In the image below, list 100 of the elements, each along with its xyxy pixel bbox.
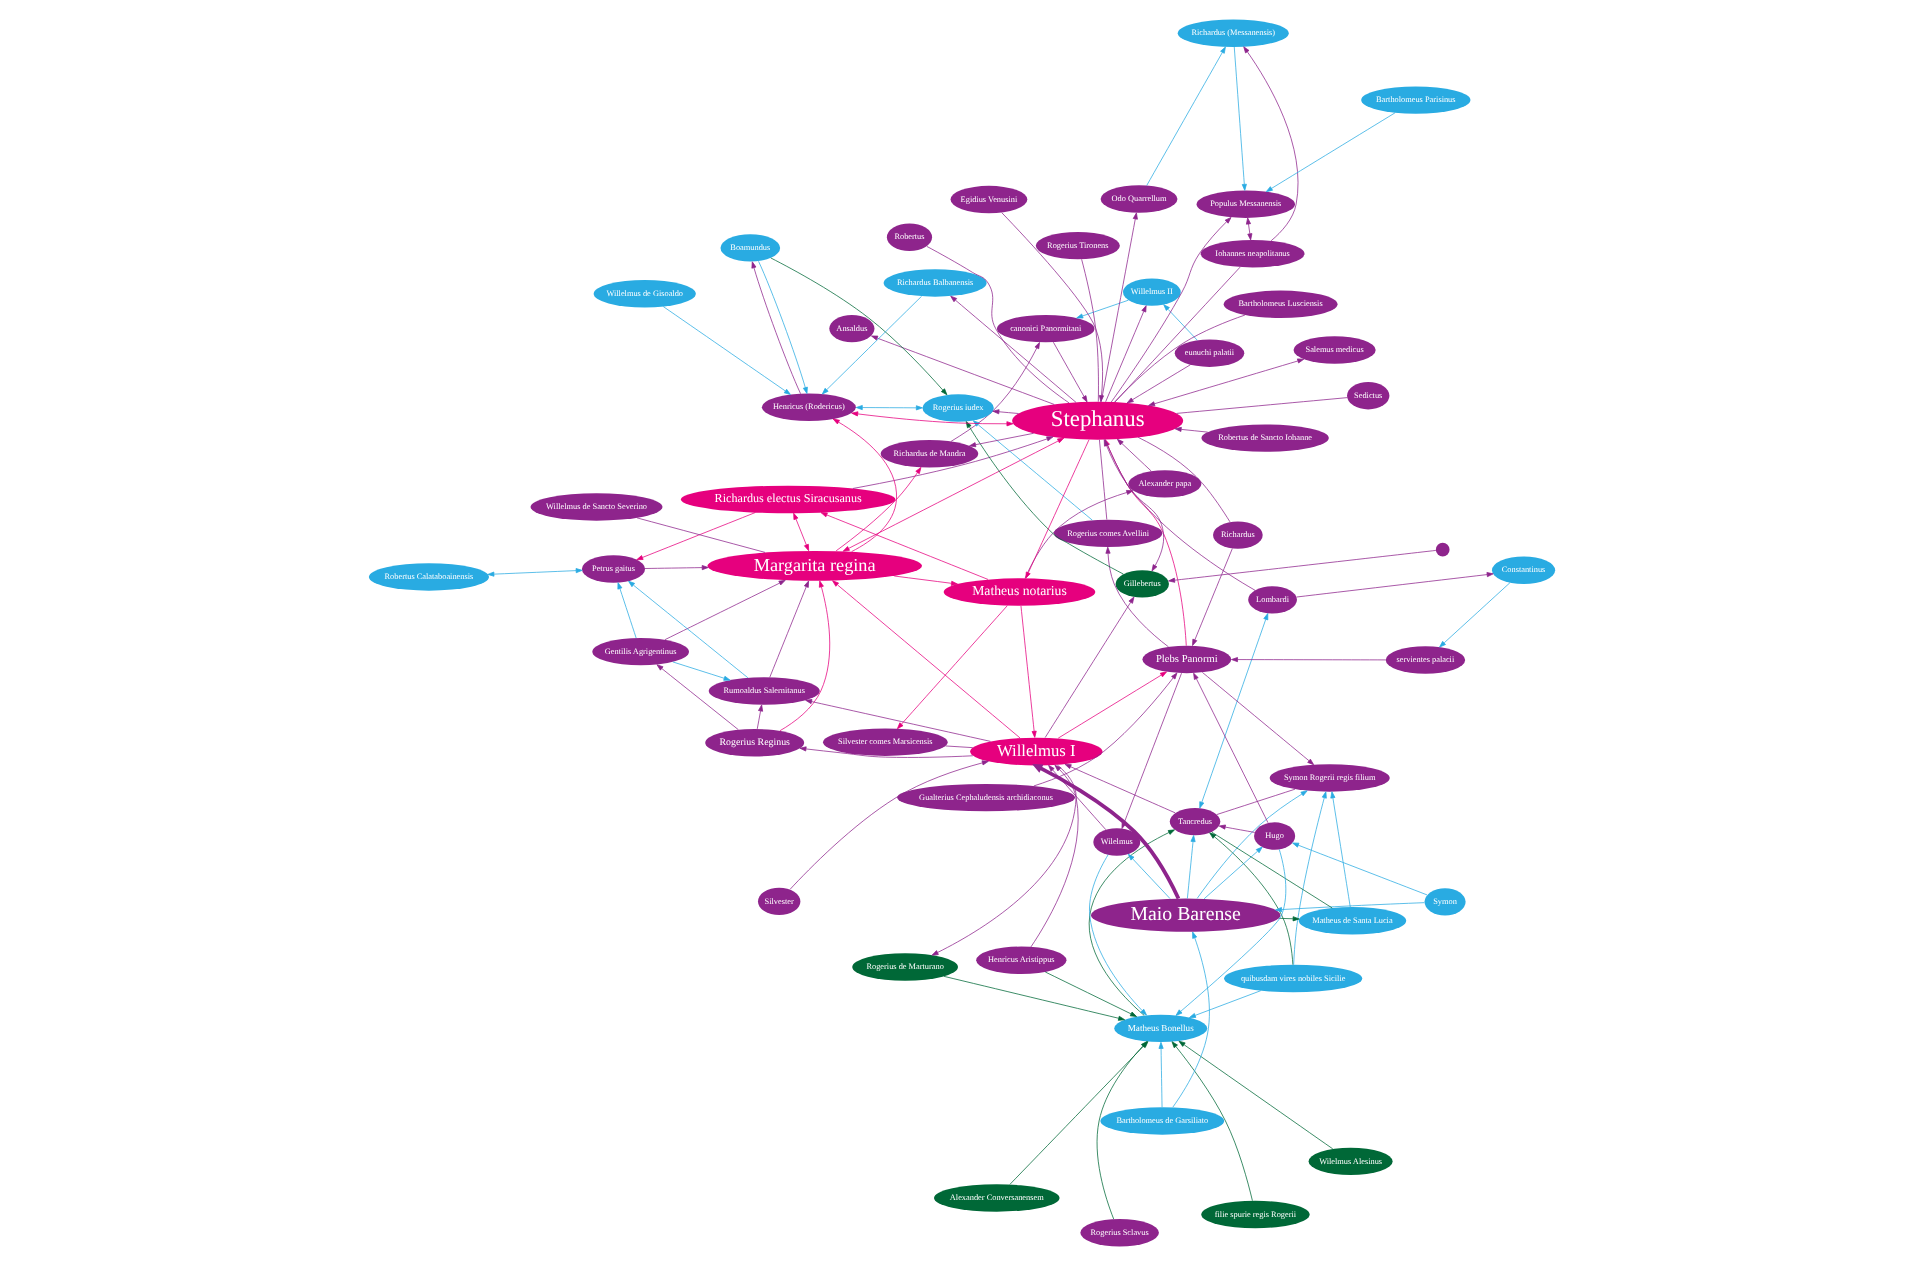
arrow bbox=[1278, 916, 1300, 922]
arrow bbox=[1121, 672, 1182, 829]
arrow bbox=[1199, 613, 1269, 809]
arrow bbox=[628, 580, 749, 679]
arrow bbox=[1175, 849, 1287, 1016]
arrow bbox=[1024, 490, 1134, 579]
arrow bbox=[644, 565, 709, 571]
arrow bbox=[1187, 835, 1196, 899]
arrow bbox=[893, 575, 958, 586]
arrow bbox=[1163, 304, 1198, 341]
arrow bbox=[1044, 971, 1137, 1017]
connector bbox=[1081, 258, 1099, 402]
connector bbox=[1216, 788, 1296, 815]
arrow bbox=[1275, 902, 1425, 913]
arrow bbox=[950, 342, 1040, 442]
arrow bbox=[820, 512, 989, 580]
arrow bbox=[851, 411, 1014, 427]
arrow bbox=[972, 420, 1093, 521]
arrow bbox=[1196, 790, 1308, 899]
arrow bbox=[943, 975, 1126, 1021]
arrow bbox=[1089, 854, 1147, 1016]
connector bbox=[1137, 437, 1231, 523]
arrow bbox=[1076, 299, 1129, 319]
arrow bbox=[636, 512, 756, 561]
arrow bbox=[1193, 672, 1269, 824]
arrow bbox=[1233, 46, 1247, 191]
arrow bbox=[769, 580, 809, 678]
arrow bbox=[832, 580, 1021, 739]
arrow bbox=[662, 306, 791, 395]
arrow bbox=[1033, 672, 1178, 787]
arrow bbox=[1246, 217, 1253, 241]
arrow bbox=[779, 580, 831, 732]
arrow bbox=[1209, 832, 1294, 966]
arrow bbox=[1243, 46, 1299, 242]
arrow bbox=[842, 437, 1065, 552]
arrow bbox=[1105, 305, 1147, 403]
arrow bbox=[1100, 212, 1138, 403]
arrow bbox=[1439, 582, 1511, 648]
arrow bbox=[1127, 853, 1171, 899]
arrow bbox=[1148, 358, 1305, 407]
arrow bbox=[1178, 1040, 1334, 1150]
arrow bbox=[672, 661, 731, 681]
arrow bbox=[1126, 364, 1191, 404]
arrow bbox=[1168, 550, 1437, 583]
arrow bbox=[992, 409, 1019, 415]
arrow bbox=[1231, 657, 1387, 663]
connector bbox=[926, 246, 1070, 404]
arrow bbox=[852, 436, 1054, 489]
arrow bbox=[1172, 931, 1210, 1108]
arrow bbox=[1330, 791, 1351, 908]
arrow bbox=[1057, 671, 1167, 739]
connector bbox=[636, 517, 766, 553]
arrow bbox=[1053, 341, 1088, 403]
arrow bbox=[1110, 217, 1232, 403]
arrow bbox=[789, 760, 989, 890]
arrow bbox=[1292, 842, 1428, 896]
arrow bbox=[617, 582, 637, 639]
arrow bbox=[1174, 426, 1209, 433]
arrow bbox=[1189, 990, 1262, 1018]
arrow bbox=[1218, 824, 1256, 833]
arrow bbox=[855, 405, 923, 411]
arrow bbox=[1265, 112, 1396, 192]
arrow bbox=[1064, 763, 1176, 814]
arrow bbox=[664, 580, 786, 641]
arrow bbox=[1032, 763, 1181, 900]
arrow bbox=[1030, 764, 1079, 948]
arrow bbox=[1171, 1041, 1253, 1202]
arrow bbox=[1025, 439, 1090, 579]
arrow bbox=[656, 664, 739, 731]
arrow bbox=[756, 704, 764, 730]
arrow bbox=[1044, 596, 1135, 738]
arrow bbox=[1048, 764, 1107, 831]
arrow bbox=[1146, 46, 1226, 186]
arrow bbox=[1203, 846, 1263, 900]
arrow bbox=[965, 421, 1124, 575]
node-circle bbox=[1435, 542, 1450, 557]
arrow bbox=[871, 335, 1055, 405]
arrow bbox=[832, 418, 897, 552]
arrow bbox=[805, 699, 991, 742]
arrow bbox=[1293, 791, 1327, 966]
arrow bbox=[821, 295, 922, 395]
arrow bbox=[799, 746, 974, 758]
arrow bbox=[487, 568, 583, 577]
node-ellipse: Margarita regina bbox=[707, 550, 922, 581]
arrow bbox=[1192, 548, 1233, 646]
arrow bbox=[835, 467, 922, 552]
connector bbox=[945, 745, 974, 748]
arrow bbox=[950, 295, 1077, 403]
arrow bbox=[1116, 438, 1152, 472]
arrow bbox=[770, 257, 948, 396]
connector bbox=[1211, 831, 1333, 909]
arrow bbox=[793, 512, 810, 552]
connector bbox=[1176, 397, 1348, 414]
arrow bbox=[1158, 1041, 1164, 1108]
arrow bbox=[969, 432, 1034, 448]
arrow bbox=[897, 605, 1008, 730]
arrow bbox=[1001, 212, 1104, 403]
arrow bbox=[1296, 572, 1494, 598]
arrow bbox=[1020, 605, 1037, 738]
arrow bbox=[931, 764, 1077, 956]
